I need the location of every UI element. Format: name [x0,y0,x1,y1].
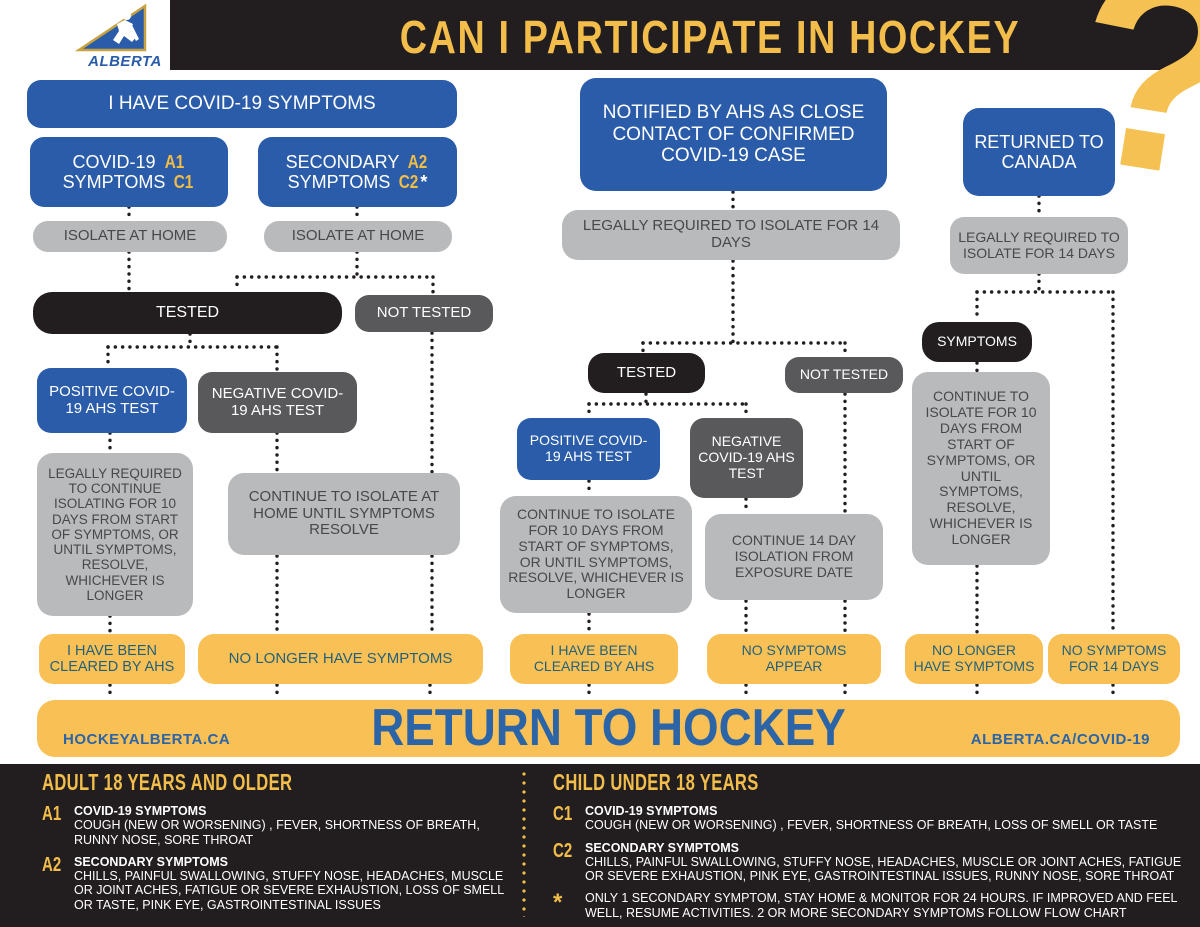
legend-child-heading: CHILD UNDER 18 YEARS [553,769,759,795]
f1-positive-test-box: POSITIVE COVID-19 AHS TEST [37,368,187,433]
legend-tag-c2: C2 [553,839,573,862]
f1-covid-label1: COVID-19 [72,151,156,172]
legend-body-a2: SECONDARY SYMPTOMS CHILLS, PAINFUL SWALL… [74,855,517,912]
f1-negative-test-box: NEGATIVE COVID-19 AHS TEST [198,372,357,433]
f1-secondary-label2: SYMPTOMS [287,172,391,192]
f1-covid-label2: SYMPTOMS [62,172,166,192]
page-title: CAN I PARTICIPATE IN HOCKEY [399,11,1021,63]
f2-start-box: NOTIFIED BY AHS AS CLOSE CONTACT OF CONF… [580,78,887,191]
f1-covid-symptoms-box: COVID-19 A1 SYMPTOMS C1 [30,137,228,207]
legend-tag-asterisk: * [553,889,563,917]
legend-title-c1: COVID-19 SYMPTOMS [585,804,718,818]
legend-item-c2: C2 SECONDARY SYMPTOMS CHILLS, PAINFUL SW… [553,841,1183,884]
f2-tested-box: TESTED [588,353,705,393]
legend-tag-c1: C1 [553,803,573,825]
legend-text-asterisk: ONLY 1 SECONDARY SYMPTOM, STAY HOME & MO… [585,891,1178,920]
header-black-bar [170,0,1200,70]
f3-no-symptoms-14-days-box: NO SYMPTOMS FOR 14 DAYS [1048,634,1180,684]
f2-cleared-by-ahs-box: I HAVE BEEN CLEARED BY AHS [510,634,678,684]
f1-asterisk: * [420,172,428,192]
legend-title-a2: SECONDARY SYMPTOMS [74,854,228,869]
f1-not-tested-box: NOT TESTED [355,295,493,332]
f1-covid-line2: SYMPTOMS C1 [63,172,196,192]
f2-isolate-14-days-box: LEGALLY REQUIRED TO ISOLATE FOR 14 DAYS [562,210,900,260]
legend-text-c2: CHILLS, PAINFUL SWALLOWING, STUFFY NOSE,… [585,854,1182,883]
legend-panel: ADULT 18 YEARS AND OLDER A1 COVID-19 SYM… [0,764,1200,927]
f1-secondary-line2: SYMPTOMS C2* [288,172,428,192]
legend-text-a1: COUGH (NEW OR WORSENING) , FEVER, SHORTN… [74,818,480,847]
connector-group [106,190,1115,701]
logo-player-icon [113,20,136,44]
legend-adult-heading: ADULT 18 YEARS AND OLDER [42,769,293,795]
return-to-hockey-title: RETURN TO HOCKEY [371,699,846,757]
logo-hockey-stick-icon [129,25,139,41]
legend-adult-column: ADULT 18 YEARS AND OLDER A1 COVID-19 SYM… [42,769,517,912]
logo-player-head [123,12,131,20]
legend-tag-a2: A2 [42,853,62,876]
hockey-alberta-logo: ALBERTA [75,4,162,70]
f3-start-box: RETURNED TO CANADA [963,108,1115,196]
legend-item-a1: A1 COVID-19 SYMPTOMS COUGH (NEW OR WORSE… [42,804,517,847]
legend-title-a1: COVID-19 SYMPTOMS [74,804,207,818]
f1-secondary-line1: SECONDARY A2 [286,152,430,172]
legend-text-a2: CHILLS, PAINFUL SWALLOWING, STUFFY NOSE,… [74,869,504,912]
f2-no-symptoms-appear-box: NO SYMPTOMS APPEAR [707,634,881,684]
f2-positive-test-box: POSITIVE COVID-19 AHS TEST [517,418,660,480]
legend-body-asterisk: ONLY 1 SECONDARY SYMPTOM, STAY HOME & MO… [585,891,1183,920]
f3-isolate-14-days-box: LEGALLY REQUIRED TO ISOLATE FOR 14 DAYS [950,217,1128,274]
f1-tag-a1: A1 [164,151,184,172]
f1-isolate-home-right-box: ISOLATE AT HOME [264,221,452,252]
hockeyalberta-url: HOCKEYALBERTA.CA [63,731,231,748]
return-to-hockey-bar: RETURN TO HOCKEY HOCKEYALBERTA.CA ALBERT… [37,700,1180,757]
legend-body-c1: COVID-19 SYMPTOMS COUGH (NEW OR WORSENIN… [585,804,1183,833]
f2-isolate-10-days-box: CONTINUE TO ISOLATE FOR 10 DAYS FROM STA… [500,496,692,613]
legend-text-c1: COUGH (NEW OR WORSENING) , FEVER, SHORTN… [585,818,1158,833]
f3-no-longer-symptoms-box: NO LONGER HAVE SYMPTOMS [905,634,1043,684]
f3-isolate-10-days-box: CONTINUE TO ISOLATE FOR 10 DAYS FROM STA… [912,372,1050,565]
legend-item-a2: A2 SECONDARY SYMPTOMS CHILLS, PAINFUL SW… [42,855,517,912]
f1-tag-c1: C1 [174,172,194,192]
legend-body-a1: COVID-19 SYMPTOMS COUGH (NEW OR WORSENIN… [74,804,517,847]
f1-tag-a2: A2 [408,151,428,172]
f2-not-tested-box: NOT TESTED [785,357,903,393]
legend-tag-a1: A1 [42,803,62,825]
f1-secondary-symptoms-box: SECONDARY A2 SYMPTOMS C2* [258,137,457,207]
f3-symptoms-box: SYMPTOMS [922,322,1032,362]
f1-cleared-by-ahs-box: I HAVE BEEN CLEARED BY AHS [39,634,185,684]
logo-wordmark: ALBERTA [87,53,162,70]
f1-isolate-until-resolve-box: CONTINUE TO ISOLATE AT HOME UNTIL SYMPTO… [228,473,460,555]
f1-isolate-10-days-box: LEGALLY REQUIRED TO CONTINUE ISOLATING F… [37,453,193,616]
legend-divider [522,772,526,917]
legend-title-c2: SECONDARY SYMPTOMS [585,840,739,855]
alberta-covid-url: ALBERTA.CA/COVID-19 [970,731,1150,748]
f2-isolation-exposure-box: CONTINUE 14 DAY ISOLATION FROM EXPOSURE … [705,514,883,600]
legend-item-c1: C1 COVID-19 SYMPTOMS COUGH (NEW OR WORSE… [553,804,1183,833]
f1-start-box: I HAVE COVID-19 SYMPTOMS [27,80,457,128]
legend-item-asterisk: * ONLY 1 SECONDARY SYMPTOM, STAY HOME & … [553,891,1183,920]
legend-body-c2: SECONDARY SYMPTOMS CHILLS, PAINFUL SWALL… [585,841,1183,884]
f2-negative-test-box: NEGATIVE COVID-19 AHS TEST [690,418,803,498]
f1-no-longer-symptoms-box: NO LONGER HAVE SYMPTOMS [198,634,483,684]
f1-secondary-label1: SECONDARY [285,151,400,172]
f1-covid-line1: COVID-19 A1 [72,152,185,172]
f1-tested-box: TESTED [33,292,342,334]
f1-isolate-home-left-box: ISOLATE AT HOME [33,221,227,252]
legend-child-column: CHILD UNDER 18 YEARS C1 COVID-19 SYMPTOM… [553,769,1183,920]
f1-tag-c2: C2 [399,172,419,192]
